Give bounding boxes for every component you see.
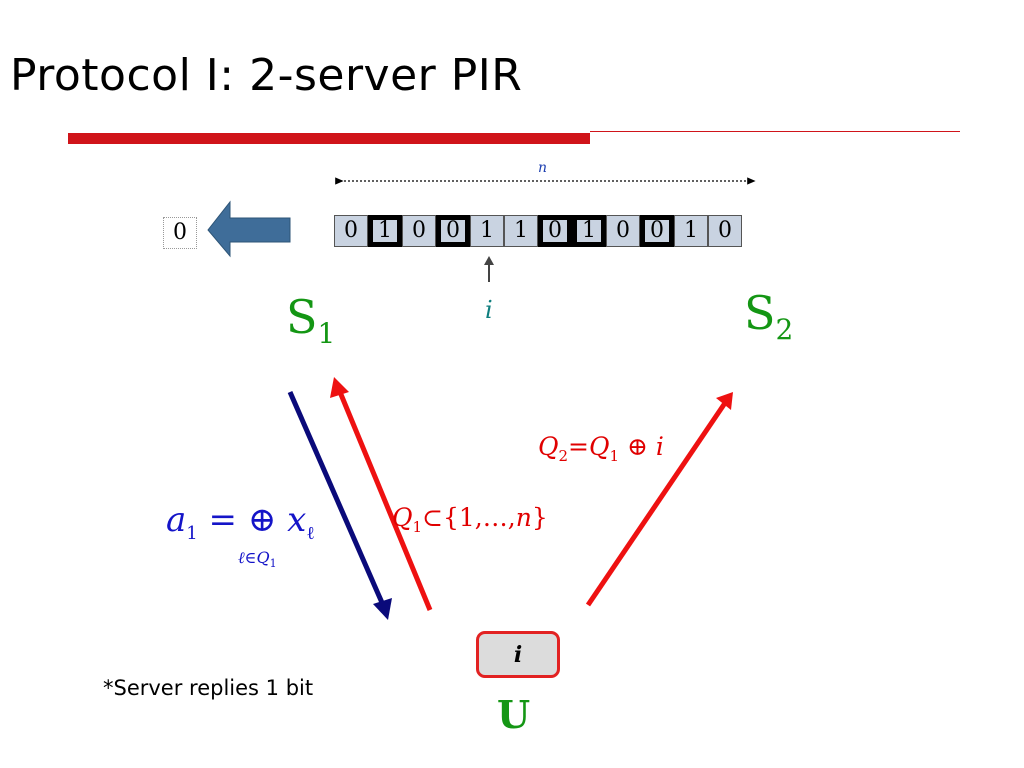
query1-arrow-head xyxy=(330,377,349,398)
bit-cell: 0 xyxy=(538,215,572,247)
reply-left-arrow xyxy=(207,200,291,258)
user-index-box: i xyxy=(476,631,560,678)
bit-cell: 1 xyxy=(504,215,538,247)
database-bits: 0 1 0 0 1 1 0 1 0 0 1 0 xyxy=(334,215,742,247)
bit-cell: 1 xyxy=(674,215,708,247)
answer-arrow xyxy=(287,390,386,607)
answer-arrow-head xyxy=(373,598,392,620)
index-pointer-head xyxy=(484,256,494,265)
slide-title: Protocol I: 2-server PIR xyxy=(10,50,523,101)
title-underline-thick xyxy=(68,133,590,144)
bit-cell: 0 xyxy=(640,215,674,247)
answer-formula-subscript: ℓ∈Q1 xyxy=(238,548,277,571)
footnote: *Server replies 1 bit xyxy=(103,676,314,700)
server-2-label: S2 xyxy=(744,286,794,347)
bit-cell: 0 xyxy=(402,215,436,247)
query2-arrow xyxy=(585,401,728,607)
length-label: n xyxy=(538,160,548,176)
server-1-label: S1 xyxy=(286,290,336,351)
bit-cell: 0 xyxy=(606,215,640,247)
answer-bit: 0 xyxy=(163,217,197,249)
bit-cell: 1 xyxy=(368,215,402,247)
user-label: U xyxy=(497,692,531,737)
query-2-formula: Q2=Q1 ⊕ i xyxy=(538,432,664,465)
index-label: i xyxy=(485,296,493,324)
query2-arrow-head xyxy=(716,392,733,410)
answer-formula: a1 = ⊕ xℓ xyxy=(166,500,315,544)
bit-cell: 0 xyxy=(708,215,742,247)
bit-cell: 0 xyxy=(334,215,368,247)
bit-cell: 0 xyxy=(436,215,470,247)
title-underline-thin xyxy=(590,131,960,132)
query-1-formula: Q1⊂{1,…,n} xyxy=(392,503,548,536)
bit-cell: 1 xyxy=(572,215,606,247)
bit-cell: 1 xyxy=(470,215,504,247)
query1-arrow xyxy=(337,391,433,611)
